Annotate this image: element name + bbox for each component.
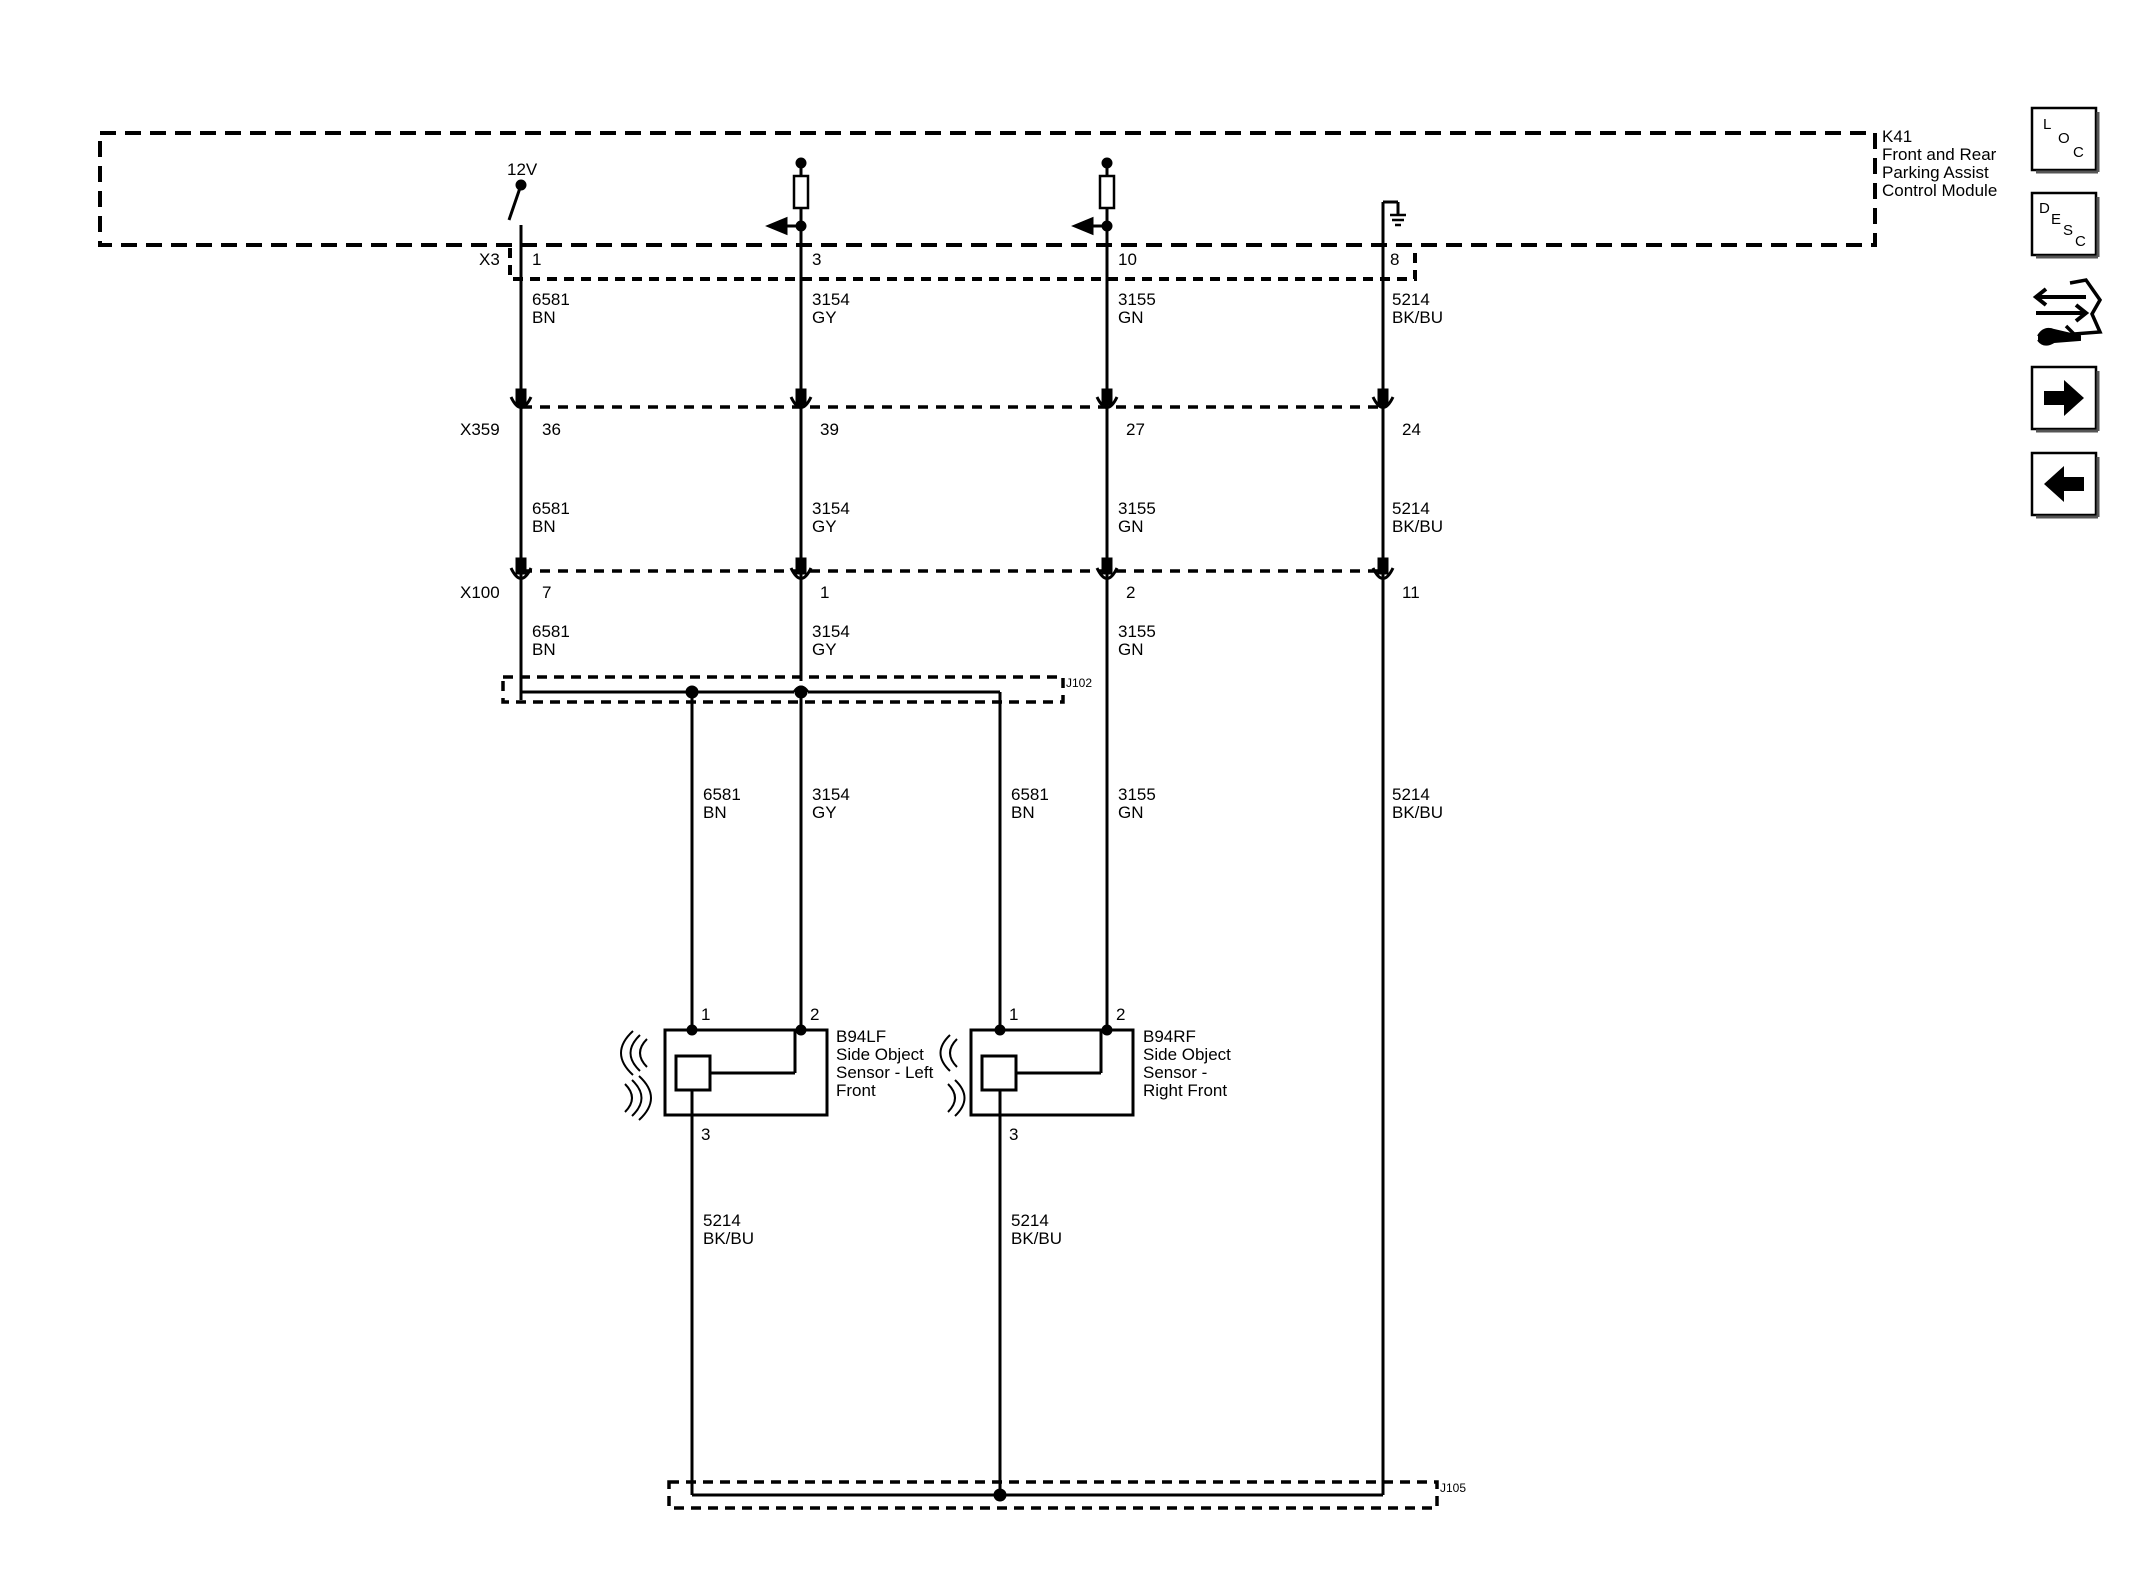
wire-number: 3155 bbox=[1118, 622, 1156, 641]
wire-number: 6581 bbox=[532, 499, 570, 518]
module-boundary bbox=[98, 131, 1877, 247]
pin-label: 36 bbox=[542, 420, 561, 439]
pin-label: 24 bbox=[1402, 420, 1421, 439]
wire-number: 3155 bbox=[1118, 290, 1156, 309]
pin-label: 1 bbox=[532, 250, 541, 269]
desc-letter: D bbox=[2039, 200, 2050, 217]
j102-splice-bus bbox=[521, 685, 1000, 699]
wire-number: 5214 bbox=[703, 1211, 741, 1230]
wire-color: BK/BU bbox=[1011, 1229, 1062, 1248]
j105-splice-bus bbox=[692, 1488, 1383, 1502]
connector-x100-label: X100 bbox=[460, 583, 500, 602]
pin-label: 27 bbox=[1126, 420, 1145, 439]
sensor-name-line: Side Object bbox=[1143, 1045, 1231, 1064]
wire-number: 3155 bbox=[1118, 499, 1156, 518]
wire-color: BK/BU bbox=[1392, 517, 1443, 536]
wire-color: BK/BU bbox=[1392, 803, 1443, 822]
supply-label: 12V bbox=[507, 160, 538, 179]
wire-color: GN bbox=[1118, 517, 1144, 536]
loc-letter: C bbox=[2073, 144, 2084, 161]
pin-label: 1 bbox=[1009, 1005, 1018, 1024]
sensor-b94rf bbox=[939, 1024, 1135, 1117]
loc-letter: O bbox=[2058, 130, 2070, 147]
loc-button[interactable]: L O C bbox=[2030, 106, 2100, 174]
wire-number: 6581 bbox=[532, 290, 570, 309]
connector-x3-label: X3 bbox=[479, 250, 500, 269]
wire-number: 3154 bbox=[812, 290, 850, 309]
desc-button[interactable]: D E S C bbox=[2030, 191, 2100, 259]
wire-color: BN bbox=[532, 640, 556, 659]
wire-color: GY bbox=[812, 803, 837, 822]
wire-number: 6581 bbox=[703, 785, 741, 804]
wire-color: BK/BU bbox=[1392, 308, 1443, 327]
pin-label: 1 bbox=[820, 583, 829, 602]
pin-label: 3 bbox=[1009, 1125, 1018, 1144]
desc-letter: E bbox=[2051, 211, 2061, 228]
sensor-id: B94RF bbox=[1143, 1027, 1196, 1046]
wire-color: BN bbox=[532, 517, 556, 536]
module-id: K41 bbox=[1882, 127, 1912, 146]
splice-j105-label: J105 bbox=[1440, 1481, 1466, 1495]
module-name-line: Control Module bbox=[1882, 181, 1997, 200]
pin-label: 2 bbox=[810, 1005, 819, 1024]
wire-color: BN bbox=[1011, 803, 1035, 822]
wire-color: GY bbox=[812, 517, 837, 536]
pin-label: 3 bbox=[812, 250, 821, 269]
sensor-name-line: Sensor - Left bbox=[836, 1063, 934, 1082]
sensor-b94lf bbox=[620, 1024, 829, 1121]
connector-wrench-icon[interactable] bbox=[2032, 278, 2103, 346]
wire-color: GN bbox=[1118, 803, 1144, 822]
desc-letter: C bbox=[2075, 233, 2086, 250]
wire-number: 5214 bbox=[1392, 785, 1430, 804]
pin-label: 2 bbox=[1126, 583, 1135, 602]
arrow-right-icon[interactable] bbox=[2030, 365, 2100, 433]
terminal-cups bbox=[509, 388, 1395, 580]
wire-color: GY bbox=[812, 640, 837, 659]
input-resistor-3155 bbox=[1071, 157, 1116, 255]
sensor-name-line: Side Object bbox=[836, 1045, 924, 1064]
wire-color: BK/BU bbox=[703, 1229, 754, 1248]
pin-label: 7 bbox=[542, 583, 551, 602]
sensor-name-line: Right Front bbox=[1143, 1081, 1227, 1100]
ground-symbol bbox=[1381, 200, 1406, 255]
module-name-line: Front and Rear bbox=[1882, 145, 1997, 164]
j102-splice-box bbox=[501, 675, 1065, 704]
splice-j102-label: J102 bbox=[1066, 676, 1092, 690]
connector-x359-label: X359 bbox=[460, 420, 500, 439]
pin-label: 2 bbox=[1116, 1005, 1125, 1024]
sensor-name-line: Sensor - bbox=[1143, 1063, 1207, 1082]
j105-splice-box bbox=[667, 1480, 1439, 1510]
wire-number: 6581 bbox=[1011, 785, 1049, 804]
pin-label: 10 bbox=[1118, 250, 1137, 269]
supply-switch bbox=[507, 179, 527, 255]
loc-letter: L bbox=[2043, 116, 2051, 133]
sensor-name-line: Front bbox=[836, 1081, 876, 1100]
pin-label: 8 bbox=[1390, 250, 1399, 269]
pin-label: 11 bbox=[1402, 583, 1420, 602]
wire-color: BN bbox=[703, 803, 727, 822]
wire-number: 3154 bbox=[812, 499, 850, 518]
wire-number: 3154 bbox=[812, 785, 850, 804]
wire-color: GN bbox=[1118, 308, 1144, 327]
wire-number: 3154 bbox=[812, 622, 850, 641]
wire-number: 6581 bbox=[532, 622, 570, 641]
pin-label: 1 bbox=[701, 1005, 710, 1024]
sensor-id: B94LF bbox=[836, 1027, 886, 1046]
pin-label: 3 bbox=[701, 1125, 710, 1144]
wire-color: GY bbox=[812, 308, 837, 327]
input-resistor-3154 bbox=[765, 157, 810, 255]
wire-color: GN bbox=[1118, 640, 1144, 659]
x3-connector-outline bbox=[508, 248, 1417, 281]
pin-label: 39 bbox=[820, 420, 839, 439]
wire-number: 5214 bbox=[1392, 499, 1430, 518]
wire-number: 5214 bbox=[1392, 290, 1430, 309]
wire-number: 3155 bbox=[1118, 785, 1156, 804]
wire-color: BN bbox=[532, 308, 556, 327]
module-name-line: Parking Assist bbox=[1882, 163, 1989, 182]
arrow-left-icon[interactable] bbox=[2030, 451, 2100, 519]
wire-number: 5214 bbox=[1011, 1211, 1049, 1230]
desc-letter: S bbox=[2063, 222, 2073, 239]
